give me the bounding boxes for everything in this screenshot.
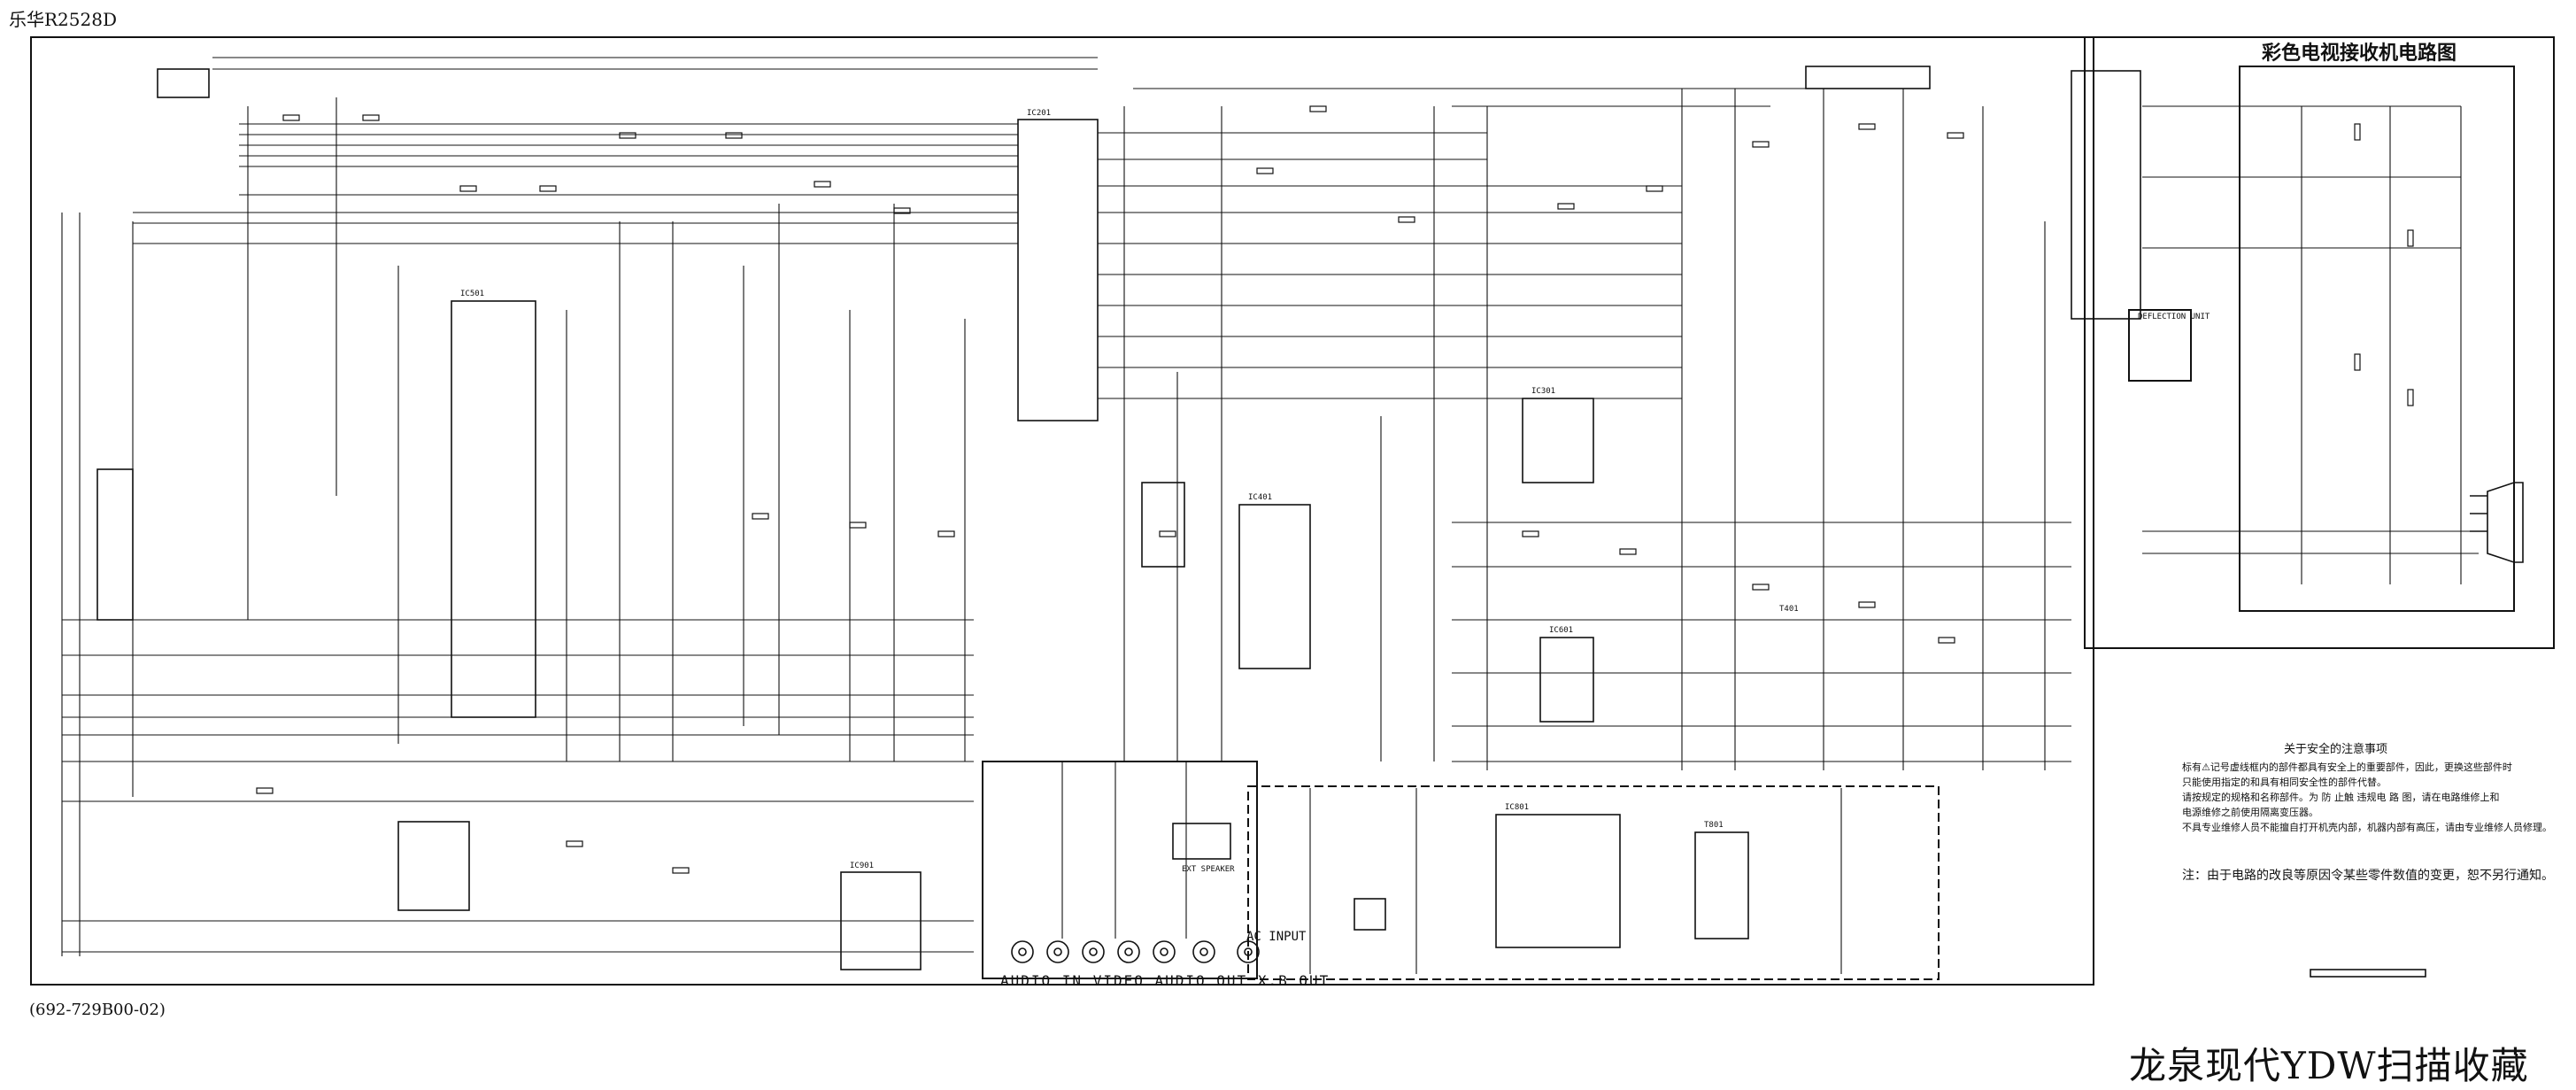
ic-memory-body [397, 821, 470, 911]
ic-deflection-body [1539, 637, 1594, 723]
component-marks [256, 105, 2414, 874]
safety-notice-line: 电源维修之前使用隔离变压器。 [2182, 807, 2318, 818]
deflection-box [2128, 309, 2192, 382]
safety-notice-line: 只能使用指定的和具有相同安全性的部件代替。 [2182, 777, 2387, 788]
safety-notice-line: 请按规定的规格和名称部件。为 防 止触 违规电 路 图，请在电路维修上和 [2182, 792, 2500, 803]
ic-label: IC501 [460, 290, 484, 298]
ic-label: IC801 [1505, 803, 1529, 812]
wiring-vertical [61, 89, 2462, 974]
model-label: 乐华R2528D [9, 9, 117, 30]
ic-label: IC201 [1027, 109, 1051, 118]
ic-av-switch-body [1238, 504, 1311, 669]
ext-speaker-label: EXT SPEAKER [1182, 865, 1235, 874]
ac-input-label: AC INPUT [1246, 930, 1307, 944]
crt-tube-symbol [2470, 482, 2524, 563]
ic-vertical-body [1522, 398, 1594, 483]
ic-label: IC901 [850, 862, 874, 870]
av-jacks [1011, 940, 1260, 963]
title-box-outline [2084, 36, 2555, 649]
tuner-body [96, 468, 134, 621]
degauss-coil-body [1354, 898, 1386, 931]
crt-board-outline [2239, 66, 2515, 612]
ground-bar [2310, 969, 2426, 978]
ic-label: T401 [1779, 605, 1799, 614]
flyback-connector-body [2071, 70, 2141, 320]
ic-label: IC401 [1248, 493, 1272, 502]
safety-notice-line: 不具专业维修人员不能擅自打开机壳内部，机器内部有高压，请由专业维修人员修理。 [2182, 822, 2552, 833]
scanner-credit: 龙泉现代YDW扫描收藏 [2129, 1044, 2529, 1087]
diagram-title: 彩色电视接收机电路图 [2262, 43, 2457, 65]
ir-receiver-body [157, 68, 210, 98]
ic-mcu-body [1017, 119, 1099, 421]
av-panel-outline [982, 761, 1258, 979]
ic-label: T801 [1704, 821, 1724, 830]
speaker-body [1172, 823, 1231, 860]
ic-label: IC601 [1549, 626, 1573, 635]
connector-body [1805, 66, 1931, 89]
av-terminal-body [1141, 482, 1185, 568]
power-supply-box [1247, 785, 1940, 980]
main-board-outline [30, 36, 2094, 986]
wiring [62, 57, 2479, 953]
safety-notice-line: 标有⚠记号虚线框内的部件都具有安全上的重要部件，因此，更换这些部件时 [2182, 761, 2512, 773]
document-reference: (692-729B00-02) [29, 1001, 166, 1019]
ic-label: IC301 [1531, 387, 1555, 396]
ic-power-controller-body [1495, 814, 1621, 948]
change-notice: 注：由于电路的改良等原因令某些零件数值的变更，恕不另行通知。 [2182, 869, 2554, 883]
safety-notice-title: 关于安全的注意事项 [2284, 743, 2388, 756]
transformer-t801-body [1694, 831, 1749, 939]
deflection-unit-label: DEFLECTION UNIT [2138, 313, 2210, 321]
